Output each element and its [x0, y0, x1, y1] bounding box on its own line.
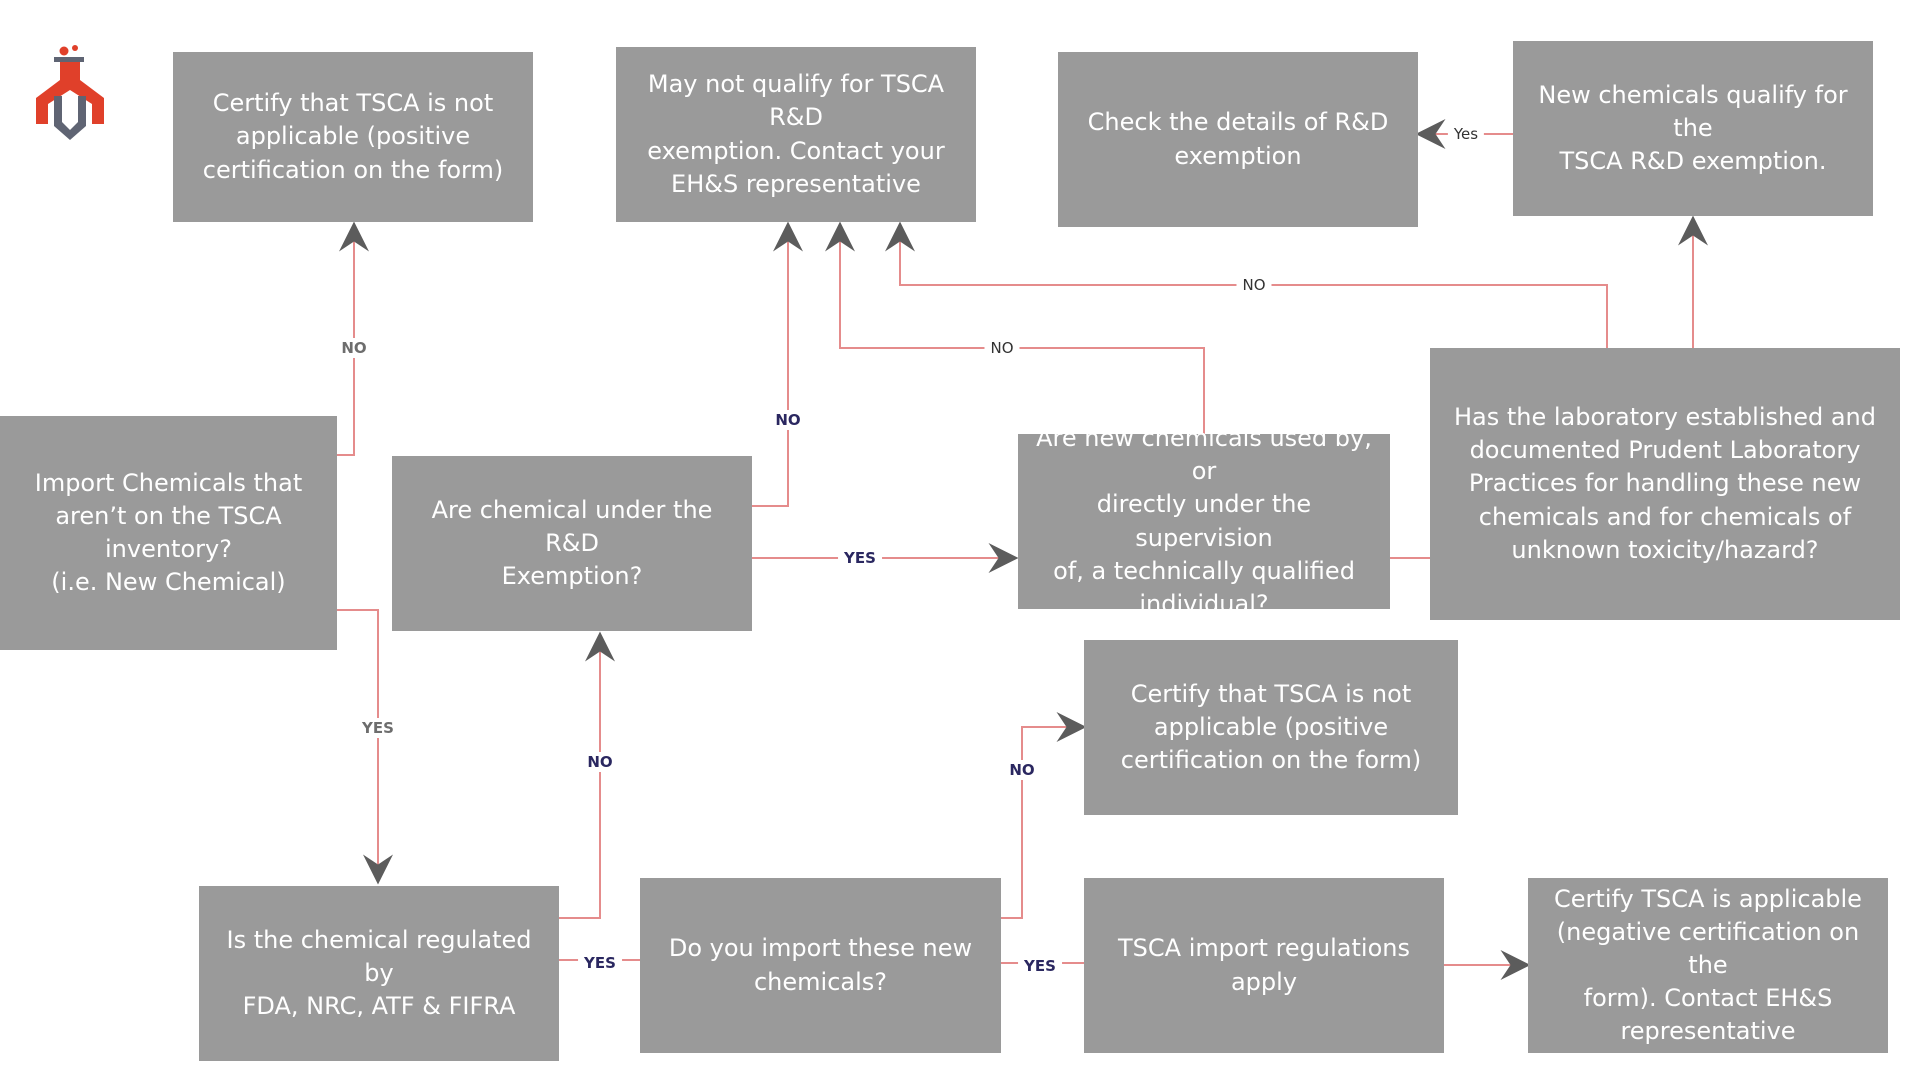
node-text-line: Practices for handling these new	[1468, 469, 1862, 498]
edge-label-no: NO	[581, 752, 619, 772]
node-text-line: Are chemical under the R&D	[431, 495, 713, 557]
node-text-line: aren’t on the TSCA	[55, 501, 282, 530]
node-text-line: Certify that TSCA is not	[212, 89, 494, 118]
node-import-regulations-apply: TSCA import regulations apply	[1084, 878, 1444, 1053]
edge-label-no: NO	[984, 338, 1020, 358]
node-may-not-qualify: May not qualify for TSCA R&D exemption. …	[616, 47, 976, 222]
node-text-line: exemption	[1174, 141, 1302, 170]
node-text-line: Do you import these new	[668, 934, 973, 963]
node-text-line: form). Contact EH&S	[1583, 984, 1833, 1013]
edge-import-to-certify-top	[337, 221, 369, 456]
edge-import-these-to-certify-mid	[1000, 712, 1087, 919]
node-text-line: Exemption?	[501, 562, 643, 591]
edge-label-yes: YES	[356, 718, 400, 738]
node-qualify-rd-exemption: New chemicals qualify for the TSCA R&D e…	[1513, 41, 1873, 216]
edge-rd-to-may-not-qualify	[752, 221, 803, 507]
node-regulated-by-agencies: Is the chemical regulated by FDA, NRC, A…	[199, 886, 559, 1061]
edge-label-no: NO	[1003, 760, 1041, 780]
node-text-line: documented Prudent Laboratory	[1469, 436, 1861, 465]
node-under-rd-exemption: Are chemical under the R&D Exemption?	[392, 456, 752, 631]
flask-lab-logo-icon	[36, 45, 104, 140]
node-text-line: Has the laboratory established and	[1453, 403, 1876, 432]
node-check-rd-details: Check the details of R&D exemption	[1058, 52, 1418, 227]
node-text-line: New chemicals qualify for the	[1538, 80, 1848, 142]
node-text-line: chemicals and for chemicals of	[1478, 502, 1852, 531]
node-import-these-chemicals: Do you import these new chemicals?	[640, 878, 1001, 1053]
node-text-line: Is the chemical regulated by	[226, 925, 532, 987]
node-text-line: TSCA import regulations apply	[1118, 934, 1410, 996]
node-text-line: applicable (positive	[1153, 712, 1389, 741]
edge-supervision-to-may-not-qualify	[825, 221, 1205, 434]
node-text-line: of, a technically qualified	[1053, 556, 1355, 585]
node-text-line: Check the details of R&D	[1087, 108, 1389, 137]
edge-regulated-to-rd-exemption	[558, 631, 615, 919]
edge-label-no: NO	[335, 338, 373, 358]
node-text-line: EH&S representative	[671, 169, 921, 198]
node-text-line: unknown toxicity/hazard?	[1511, 535, 1819, 564]
node-text-line: representative	[1620, 1017, 1796, 1046]
node-text-line: certification on the form)	[1120, 746, 1422, 775]
node-import-new-chemicals: Import Chemicals that aren’t on the TSCA…	[0, 416, 337, 650]
edge-label-no: NO	[769, 410, 807, 430]
edge-import-to-regulated	[337, 609, 393, 885]
node-prudent-practices: Has the laboratory established and docum…	[1430, 348, 1900, 620]
node-certify-not-applicable-top: Certify that TSCA is not applicable (pos…	[173, 52, 533, 222]
edge-label-no: NO	[1236, 275, 1272, 295]
node-certify-applicable: Certify TSCA is applicable (negative cer…	[1528, 878, 1888, 1053]
node-text-line: Import Chemicals that	[34, 468, 303, 497]
node-text-line: directly under the supervision	[1096, 490, 1312, 552]
node-text-line: chemicals?	[753, 967, 888, 996]
edge-label-yes: Yes	[1447, 124, 1485, 144]
node-text-line: certification on the form)	[202, 155, 504, 184]
node-text-line: individual?	[1139, 589, 1269, 618]
node-text-line: (i.e. New Chemical)	[51, 568, 286, 597]
node-text-line: (negative certification on the	[1556, 917, 1860, 979]
node-text-line: May not qualify for TSCA R&D	[647, 70, 945, 132]
edge-label-yes: YES	[578, 953, 622, 973]
node-text-line: FDA, NRC, ATF & FIFRA	[242, 992, 516, 1021]
edge-label-yes: YES	[1018, 956, 1062, 976]
node-certify-not-applicable-mid: Certify that TSCA is not applicable (pos…	[1084, 640, 1458, 815]
node-text-line: exemption. Contact your	[647, 136, 945, 165]
node-text-line: Certify TSCA is applicable	[1554, 884, 1862, 913]
node-text-line: inventory?	[105, 535, 232, 563]
edge-label-yes: YES	[838, 548, 882, 568]
node-text-line: applicable (positive	[235, 122, 471, 151]
node-text-line: Are new chemicals used by, or	[1036, 424, 1372, 486]
node-text-line: TSCA R&D exemption.	[1559, 147, 1827, 176]
node-qualified-supervision: Are new chemicals used by, or directly u…	[1018, 424, 1390, 618]
node-text-line: Certify that TSCA is not	[1130, 679, 1412, 708]
